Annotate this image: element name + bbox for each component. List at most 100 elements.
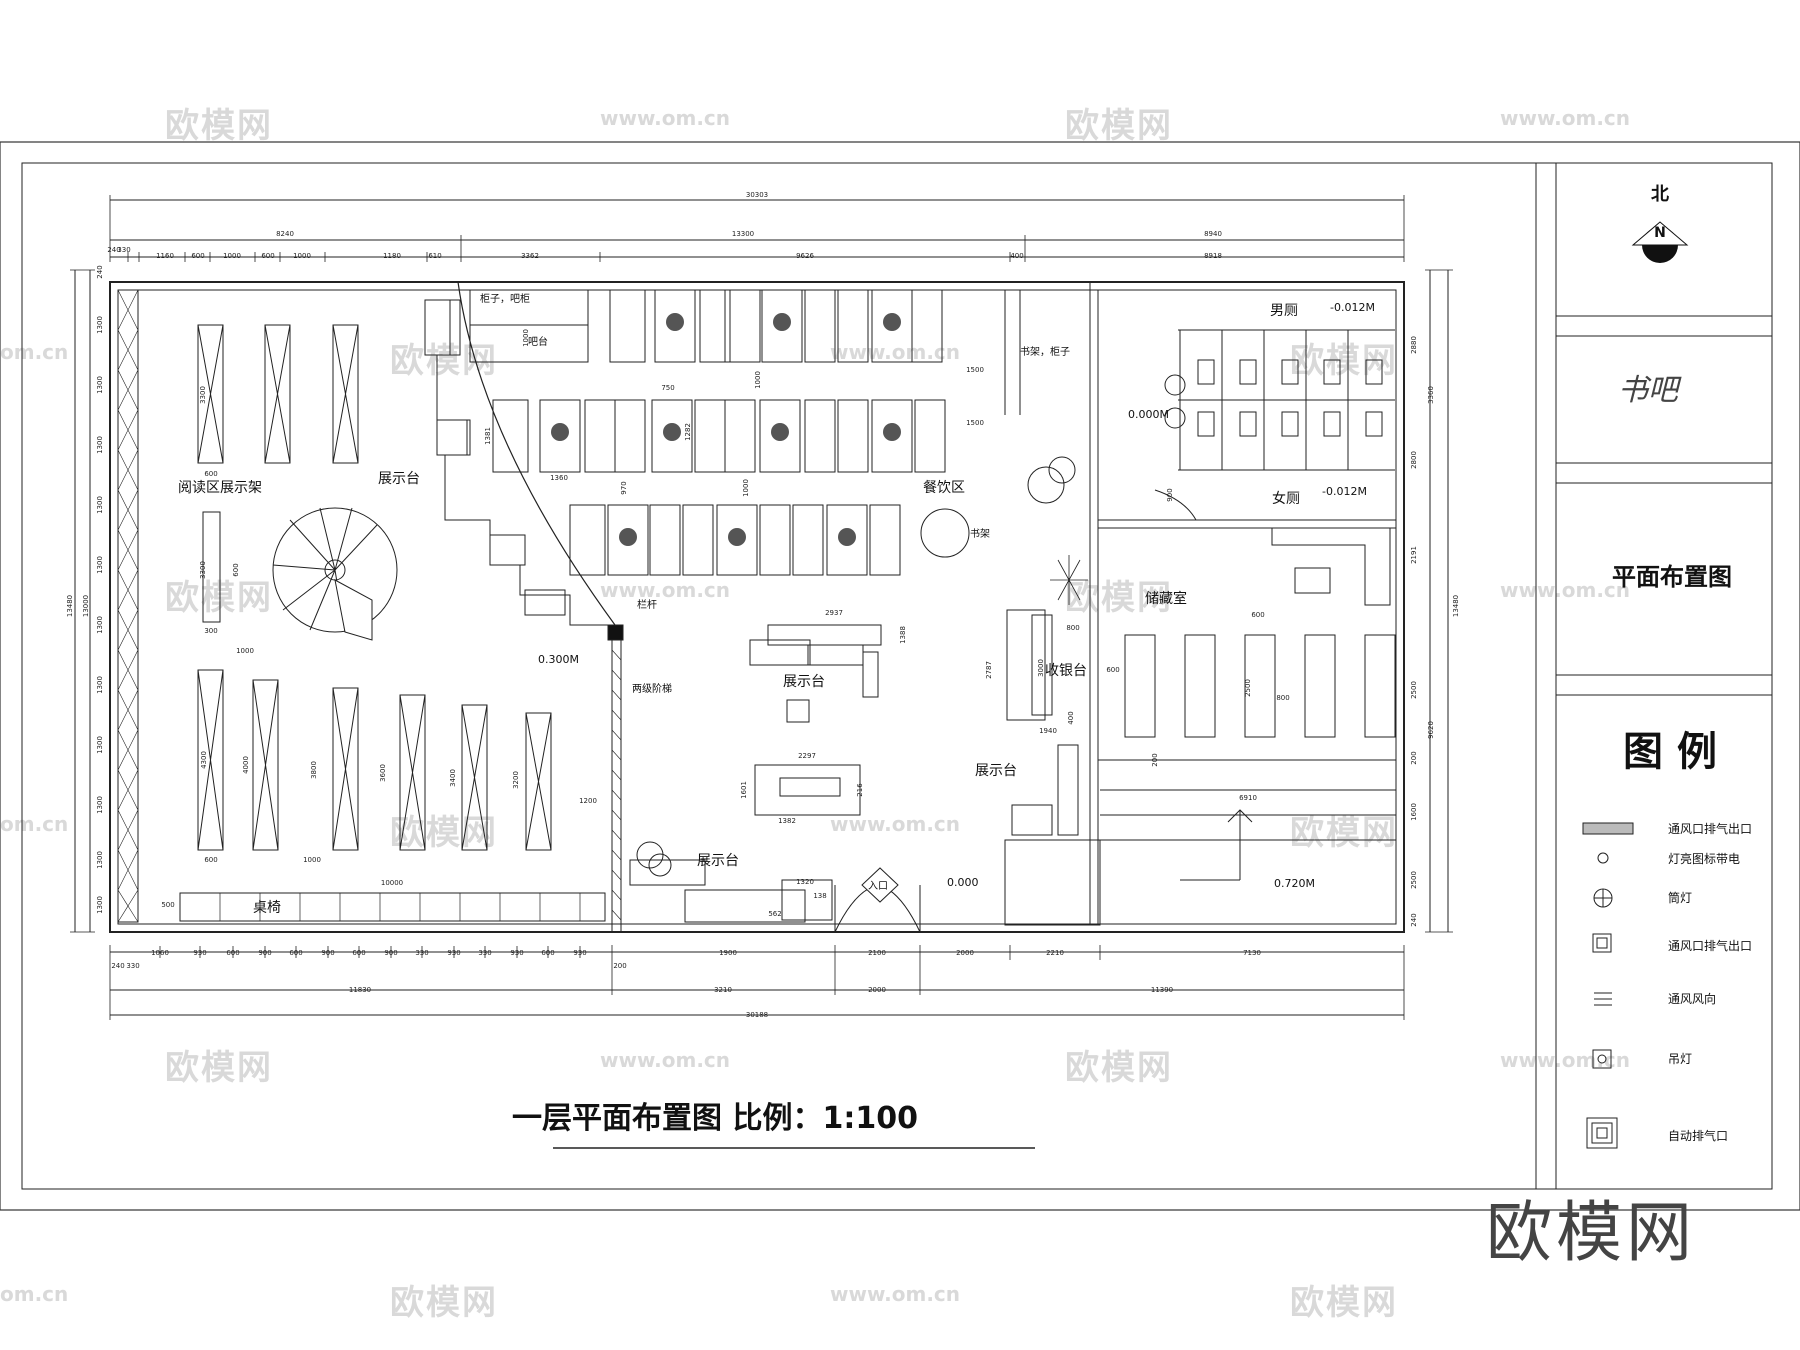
svg-text:300: 300 [204, 627, 217, 635]
svg-text:750: 750 [661, 384, 674, 392]
auto-exhaust-icon [1586, 1117, 1618, 1149]
dimension-labels: 30303 8240 13300 8940 240 330 1160 600 1… [66, 191, 1460, 1019]
svg-text:600: 600 [1106, 666, 1119, 674]
svg-text:1300: 1300 [96, 851, 104, 869]
svg-text:2297: 2297 [798, 752, 816, 760]
svg-text:900: 900 [1166, 488, 1174, 501]
svg-text:1300: 1300 [96, 676, 104, 694]
svg-text:930: 930 [573, 949, 586, 957]
entrance-label: 入口 [868, 881, 888, 892]
cabinet-bar-label: 柜子，吧柜 [480, 292, 530, 305]
svg-text:8240: 8240 [276, 230, 294, 238]
svg-text:11830: 11830 [349, 986, 371, 994]
svg-text:800: 800 [1066, 624, 1079, 632]
svg-text:1500: 1500 [966, 366, 984, 374]
svg-text:30303: 30303 [746, 191, 768, 199]
svg-text:13300: 13300 [732, 230, 754, 238]
svg-text:8940: 8940 [1204, 230, 1222, 238]
railing-label: 栏杆 [637, 598, 657, 611]
vent-exhaust-bar-icon [1582, 822, 1634, 835]
main-title: 一层平面布置图 比例：1:100 [512, 1101, 918, 1136]
two-steps-label: 两级阶梯 [632, 682, 672, 695]
svg-text:1360: 1360 [550, 474, 568, 482]
svg-text:400: 400 [1010, 252, 1023, 260]
level-reading: 0.300M [538, 653, 579, 666]
svg-text:1388: 1388 [899, 626, 907, 644]
level-storage: 0.720M [1274, 877, 1315, 890]
level-main: 0.000 [947, 876, 979, 889]
svg-text:1000: 1000 [303, 856, 321, 864]
svg-text:600: 600 [226, 949, 239, 957]
legend-label: 通风口排气出口 [1668, 938, 1752, 953]
svg-text:900: 900 [384, 949, 397, 957]
room-label-dining: 餐饮区 [923, 480, 965, 496]
pendant-lamp-icon [1592, 1049, 1612, 1069]
desk-row [179, 892, 606, 922]
room-label-display: 展示台 [783, 674, 825, 690]
svg-text:2000: 2000 [956, 949, 974, 957]
airflow-direction-icon [1594, 992, 1612, 1006]
watermark-brand-large: 欧模网 [1486, 1194, 1696, 1271]
svg-text:330: 330 [126, 962, 139, 970]
svg-text:200: 200 [1151, 753, 1159, 766]
svg-text:600: 600 [289, 949, 302, 957]
svg-text:7130: 7130 [1243, 949, 1261, 957]
legend-label: 通风风向 [1668, 991, 1716, 1006]
svg-text:4000: 4000 [242, 756, 250, 774]
svg-text:3300: 3300 [199, 561, 207, 579]
svg-text:1300: 1300 [96, 376, 104, 394]
svg-text:1381: 1381 [484, 427, 492, 445]
svg-text:600: 600 [204, 470, 217, 478]
north-letter: N [1654, 225, 1666, 241]
room-label-display: 展示台 [697, 853, 739, 869]
svg-text:1382: 1382 [778, 817, 796, 825]
svg-text:2210: 2210 [1046, 949, 1064, 957]
svg-text:1160: 1160 [156, 252, 174, 260]
svg-text:1900: 1900 [719, 949, 737, 957]
svg-text:240: 240 [96, 265, 104, 278]
level-mens: -0.012M [1330, 301, 1375, 314]
svg-text:330: 330 [415, 949, 428, 957]
svg-text:1000: 1000 [522, 329, 530, 347]
svg-text:1300: 1300 [96, 616, 104, 634]
svg-text:13480: 13480 [66, 595, 74, 617]
svg-text:4300: 4300 [200, 751, 208, 769]
svg-text:6910: 6910 [1239, 794, 1257, 802]
svg-text:13480: 13480 [1452, 595, 1460, 617]
svg-text:1300: 1300 [96, 496, 104, 514]
svg-text:13000: 13000 [82, 595, 90, 617]
legend-label: 筒灯 [1668, 890, 1692, 905]
svg-text:1060: 1060 [151, 949, 169, 957]
svg-text:1601: 1601 [740, 781, 748, 799]
svg-text:800: 800 [1276, 694, 1289, 702]
svg-text:200: 200 [613, 962, 626, 970]
svg-text:3800: 3800 [310, 761, 318, 779]
room-label-womens: 女厕 [1272, 490, 1300, 507]
room-label-display: 展示台 [975, 763, 1017, 779]
north-label: 北 [1651, 184, 1669, 205]
legend-label: 自动排气口 [1668, 1128, 1728, 1143]
svg-text:1940: 1940 [1039, 727, 1057, 735]
svg-text:610: 610 [428, 252, 441, 260]
svg-text:1000: 1000 [742, 479, 750, 497]
svg-text:1282: 1282 [684, 423, 692, 441]
level-toilet-floor: 0.000M [1128, 408, 1169, 421]
sheet-inner-border [21, 162, 1773, 1190]
svg-text:1300: 1300 [96, 316, 104, 334]
svg-text:900: 900 [258, 949, 271, 957]
bookshelf-label: 书架 [970, 528, 990, 540]
sheet-outer-border [0, 141, 1800, 1211]
svg-text:200: 200 [1410, 751, 1418, 764]
light-fixture-icon [1597, 852, 1609, 864]
svg-text:1000: 1000 [236, 647, 254, 655]
svg-text:1180: 1180 [383, 252, 401, 260]
legend-label: 吊灯 [1668, 1052, 1692, 1066]
room-label-cashier: 收银台 [1045, 663, 1087, 679]
svg-text:11390: 11390 [1151, 986, 1173, 994]
svg-text:3400: 3400 [449, 769, 457, 787]
svg-text:240: 240 [107, 246, 120, 254]
svg-text:3600: 3600 [379, 764, 387, 782]
bookshelf-cabinet-label: 书架，柜子 [1020, 345, 1070, 358]
svg-text:2937: 2937 [825, 609, 843, 617]
svg-text:3200: 3200 [512, 771, 520, 789]
